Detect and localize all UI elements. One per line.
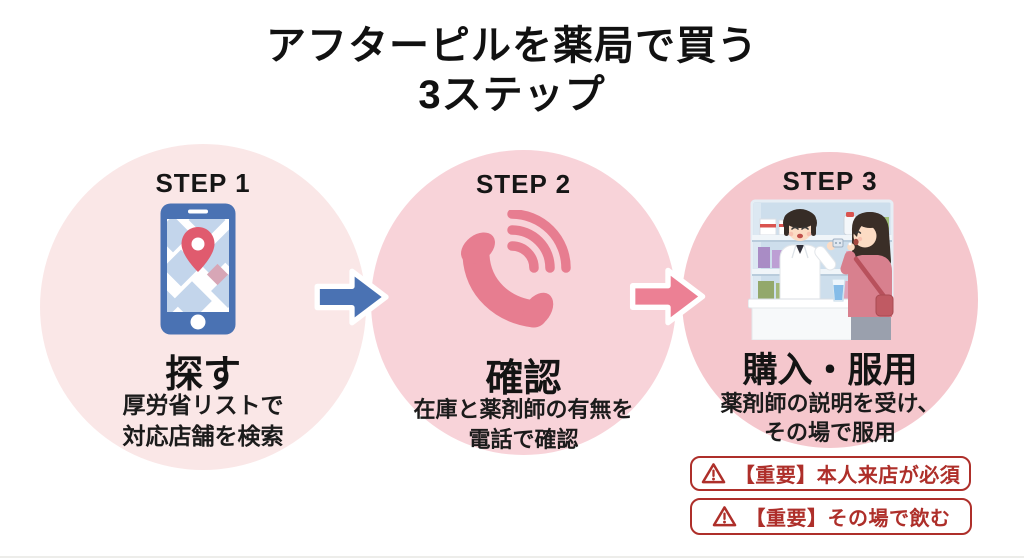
page-title: アフターピルを薬局で買う 3ステップ [0,22,1024,120]
page-title-line1: アフターピルを薬局で買う [266,24,758,68]
step1-desc-line2: 対応店舗を検索 [122,423,284,449]
step2-label: STEP 2 [475,169,572,199]
step2-desc-line2: 電話で確認 [468,427,579,452]
bottom-divider [0,556,1024,558]
warning-box-visit-required: 【重要】本人来店が必須 [690,456,971,491]
phone-call-icon [450,209,585,332]
arrow-step1-to-step2-icon [312,266,392,328]
warning-box-take-on-spot: 【重要】その場で飲む [690,498,972,535]
warning-text-visit-required: 【重要】本人来店が必須 [734,465,961,487]
step2-circle: STEP 2 確認 在庫と薬剤師の有無を 電話で確認 [371,150,676,455]
page-title-line2: 3ステップ [418,73,606,117]
arrow-step2-to-step3-icon [627,265,709,328]
step1-label: STEP 1 [155,168,251,198]
step3-desc-line2: その場で服用 [763,420,896,445]
step1-description: 厚労省リストで 対応店舗を検索 [20,390,386,452]
step3-circle: STEP 3 [682,152,978,448]
step1-circle: STEP 1 [40,144,366,470]
step3-desc-line1: 薬剤師の説明を受け、 [720,391,940,416]
step3-description: 薬剤師の説明を受け、 その場で服用 [662,389,998,447]
step2-description: 在庫と薬剤師の有無を 電話で確認 [351,395,696,455]
warning-triangle-icon [701,463,726,484]
step2-desc-line1: 在庫と薬剤師の有無を [413,397,634,422]
step3-heading: 購入・服用 [742,351,918,390]
step1-desc-line1: 厚労省リストで [122,392,284,418]
step3-label: STEP 3 [782,166,878,196]
step1-heading: 探す [164,354,241,396]
warning-text-take-on-spot: 【重要】その場で飲む [745,508,951,530]
pharmacy-counter-illustration [747,195,912,341]
step2-heading: 確認 [485,358,562,400]
warning-triangle-icon [712,506,736,527]
smartphone-map-icon [160,203,236,335]
